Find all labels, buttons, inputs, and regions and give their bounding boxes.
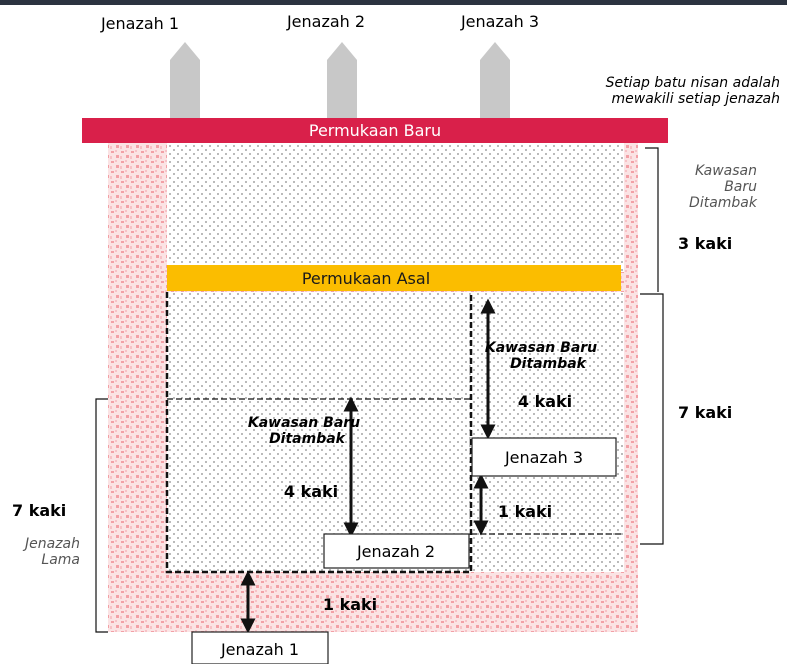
headstone-label-3: Jenazah 3 [460,12,539,31]
added-area-line1: Kawasan [695,163,757,179]
gap-3-label: 1 kaki [498,502,552,521]
body-2-label: Jenazah 2 [356,542,435,561]
bracket-left [95,398,108,633]
headstone-3 [480,42,510,118]
bracket-right-lower [640,293,664,545]
added-area-line3: Ditambak [689,195,758,211]
lower-depth-label: 7 kaki [678,403,732,422]
grave-2-outline [165,292,473,574]
headstone-note-line2: mewakili setiap jenazah [612,91,780,107]
headstone-label-1: Jenazah 1 [100,14,179,33]
body-3-label: Jenazah 3 [504,448,583,467]
fill-a-line2: Ditambak [269,431,347,447]
old-body-line2: Lama [41,552,80,568]
fill-b-depth: 4 kaki [518,392,572,411]
fill-b-line2: Ditambak [510,356,588,372]
headstone-1 [170,42,200,118]
bracket-right-top [645,147,659,292]
new-surface-bar [82,118,668,143]
body-1-box [191,631,329,664]
body-1-label: Jenazah 1 [220,640,299,659]
original-surface-label: Permukaan Asal [302,269,430,288]
fill-a-depth: 4 kaki [284,482,338,501]
new-fill-top [167,142,624,272]
left-depth-label: 7 kaki [12,501,66,520]
added-area-line2: Baru [724,179,757,195]
top-band [0,0,787,5]
top-depth-label: 3 kaki [678,234,732,253]
new-fill-lower [167,292,624,572]
headstone-note-line1: Setiap batu nisan adalah [606,75,780,91]
fill-b-line1: Kawasan Baru [485,340,597,356]
new-surface-label: Permukaan Baru [309,121,441,140]
gap-1-label: 1 kaki [323,595,377,614]
body-2-box [323,533,470,569]
old-body-line1: Jenazah [22,536,80,552]
headstone-label-2: Jenazah 2 [286,12,365,31]
original-surface-bar [167,265,621,291]
headstone-2 [327,42,357,118]
body-3-box [471,437,617,477]
fill-a-line1: Kawasan Baru [248,415,360,431]
